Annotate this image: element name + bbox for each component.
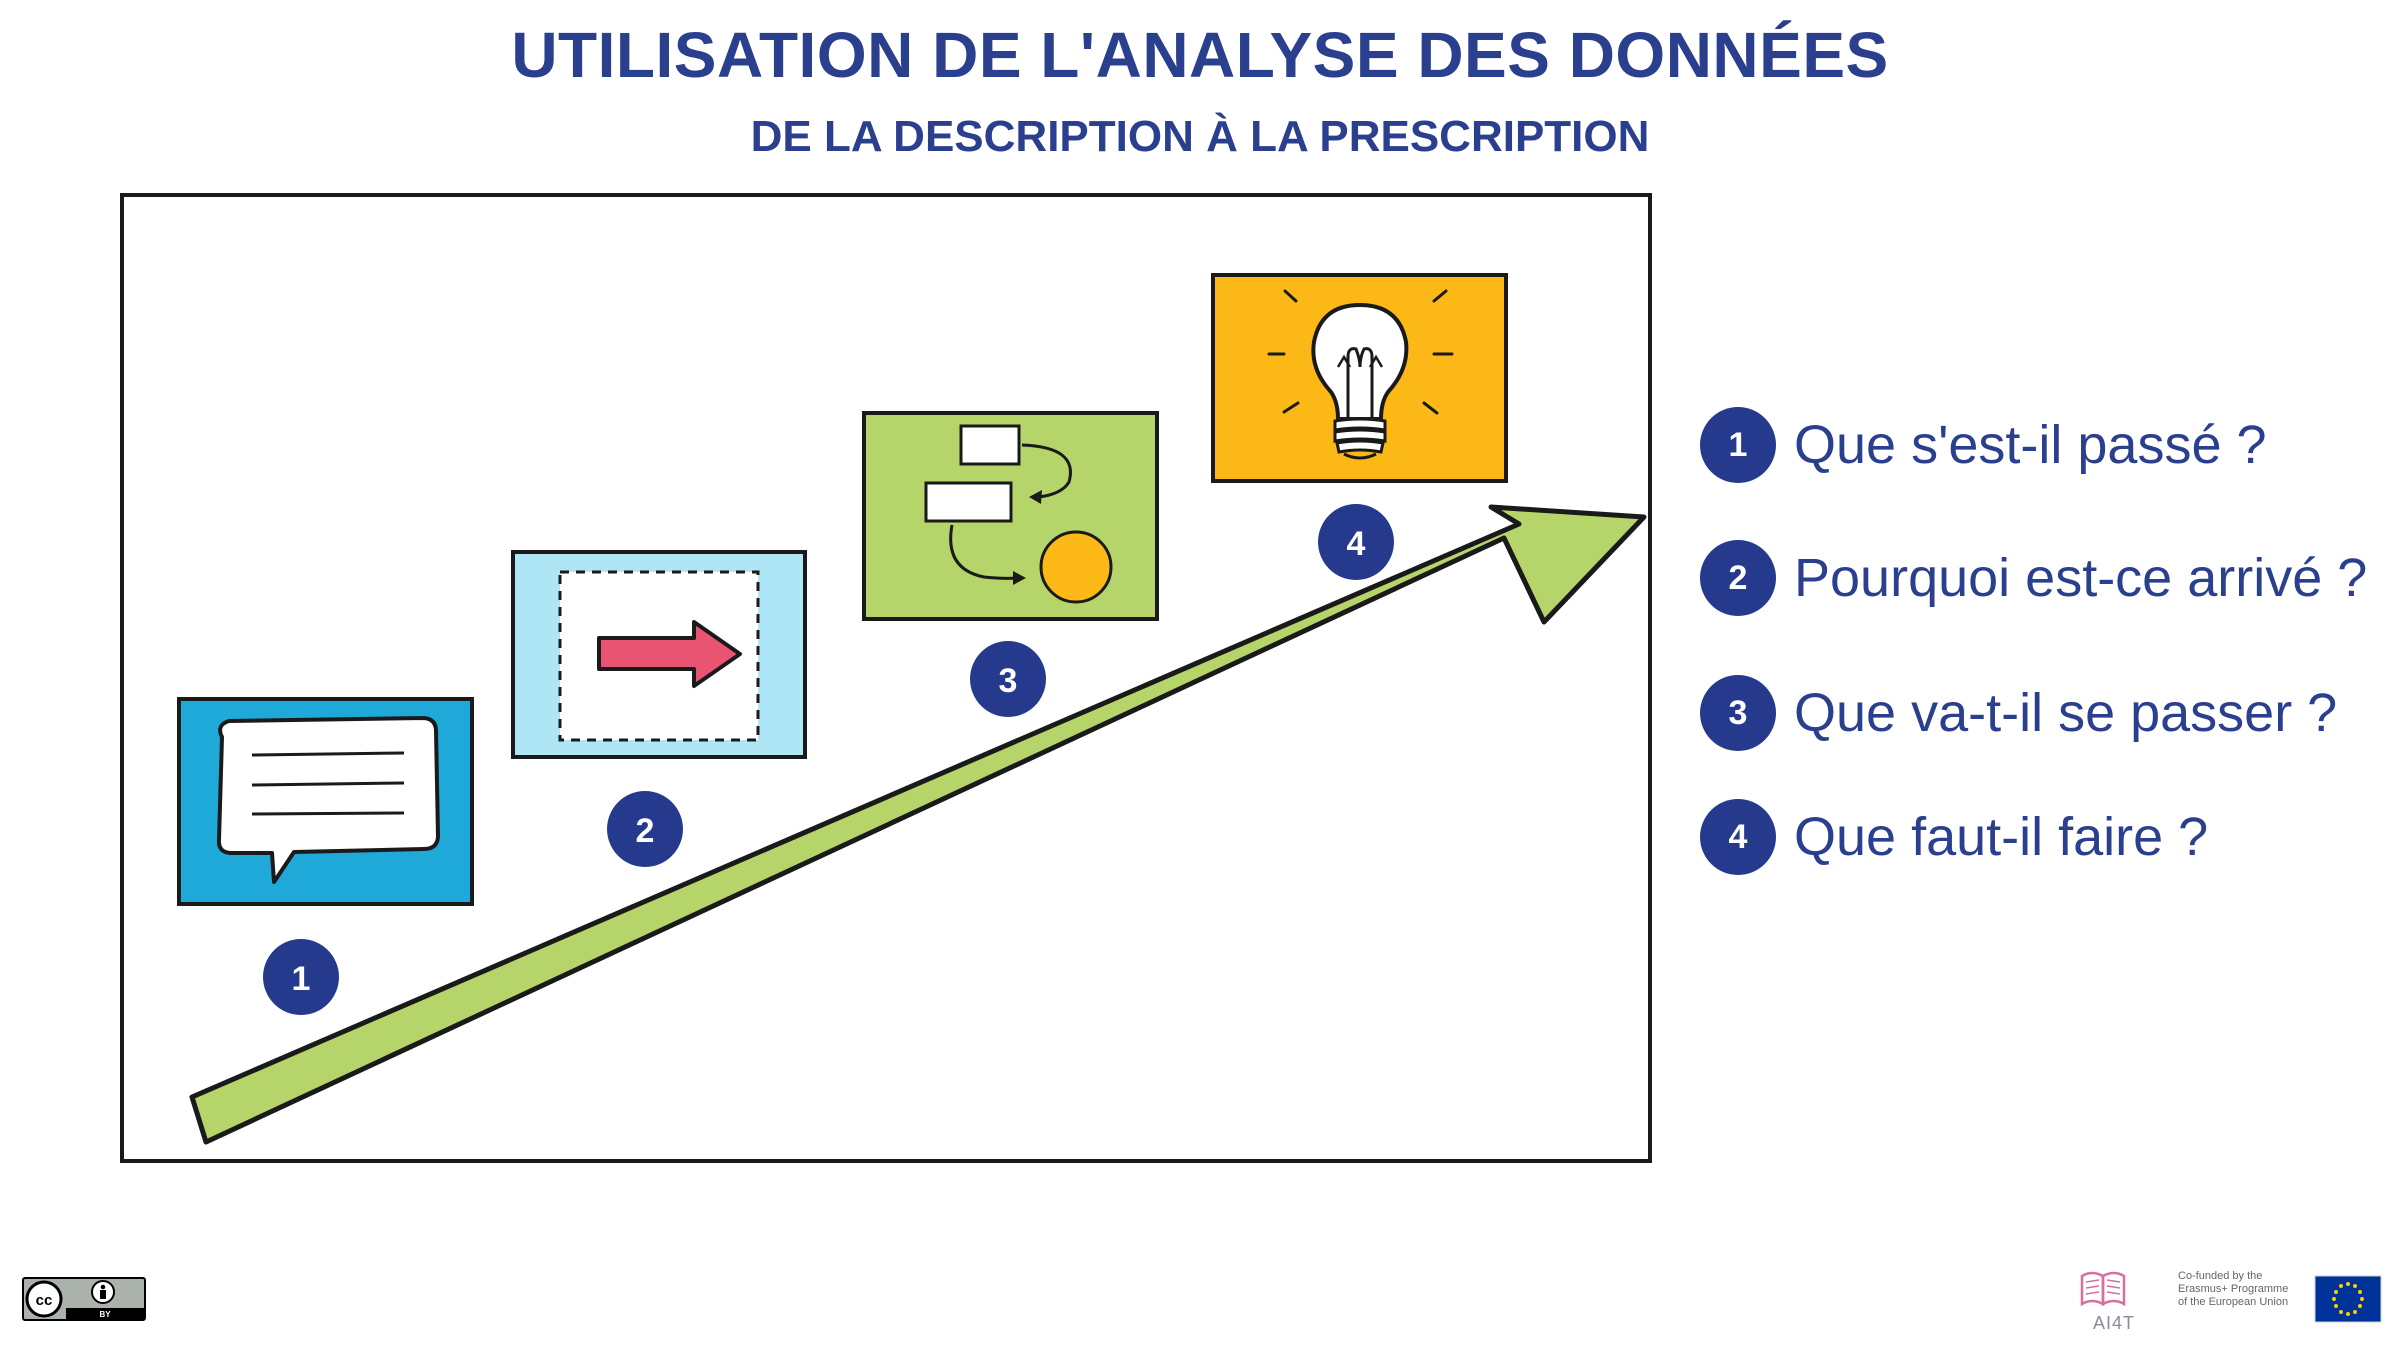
- cc-mark: cc: [36, 1292, 53, 1309]
- step-1-badge: 1: [263, 939, 339, 1015]
- step-3-panel: [862, 411, 1159, 621]
- speech-bubble-icon: [216, 716, 440, 884]
- question-2-text: Pourquoi est-ce arrivé ?: [1794, 548, 2368, 608]
- page-title: UTILISATION DE L'ANALYSE DES DONNÉES: [511, 19, 1889, 91]
- attribution-icon: [91, 1280, 115, 1304]
- diagram-svg: 1 2 3 4: [177, 273, 1647, 1145]
- step-3-badge: 3: [970, 641, 1046, 717]
- question-4-badge: 4: [1700, 799, 1776, 875]
- question-1-text: Que s'est-il passé ?: [1794, 415, 2267, 475]
- cc-by-license-badge[interactable]: cc BY: [22, 1277, 146, 1321]
- funding-line-2: Erasmus+ Programme: [2178, 1283, 2289, 1295]
- by-mark: BY: [99, 1310, 111, 1319]
- question-item-2: 2 Pourquoi est-ce arrivé ?: [1700, 538, 2367, 618]
- footer-logos: [2080, 1271, 2382, 1323]
- funding-line-3: of the European Union: [2178, 1296, 2289, 1308]
- step-2-number: 2: [636, 812, 655, 850]
- question-4-text: Que faut-il faire ?: [1794, 807, 2209, 867]
- question-1-badge: 1: [1700, 407, 1776, 483]
- question-item-4: 4 Que faut-il faire ?: [1700, 797, 2208, 877]
- cc-icon: cc: [25, 1280, 63, 1318]
- funding-line-1: Co-funded by the: [2178, 1270, 2263, 1282]
- lightbulb-icon: [1267, 289, 1454, 460]
- step-2-badge: 2: [607, 791, 683, 867]
- step-1-panel: [177, 697, 474, 906]
- question-2-badge: 2: [1700, 540, 1776, 616]
- page-subtitle: DE LA DESCRIPTION À LA PRESCRIPTION: [750, 112, 1650, 161]
- eu-flag-icon: [2314, 1275, 2382, 1323]
- erasmus-funding-text: Co-funded by the Erasmus+ Programme of t…: [2178, 1270, 2318, 1309]
- step-3-number: 3: [999, 662, 1018, 700]
- arrow-icon: [597, 620, 742, 688]
- flowchart-icon: [924, 424, 1113, 604]
- growth-arrow: [189, 504, 1647, 1145]
- ai4t-logo-text: AI4T: [2093, 1313, 2136, 1333]
- step-4-badge: 4: [1318, 504, 1394, 580]
- step-1-number: 1: [292, 960, 311, 998]
- step-2-panel: [511, 550, 807, 759]
- diagram-frame: 1 2 3 4: [120, 193, 1652, 1163]
- question-item-3: 3 Que va-t-il se passer ?: [1700, 673, 2337, 753]
- ai4t-book-icon: [2080, 1271, 2126, 1307]
- question-item-1: 1 Que s'est-il passé ?: [1700, 405, 2267, 485]
- question-3-badge: 3: [1700, 675, 1776, 751]
- step-4-number: 4: [1347, 525, 1366, 563]
- step-4-panel: [1211, 273, 1508, 483]
- question-3-text: Que va-t-il se passer ?: [1794, 683, 2338, 743]
